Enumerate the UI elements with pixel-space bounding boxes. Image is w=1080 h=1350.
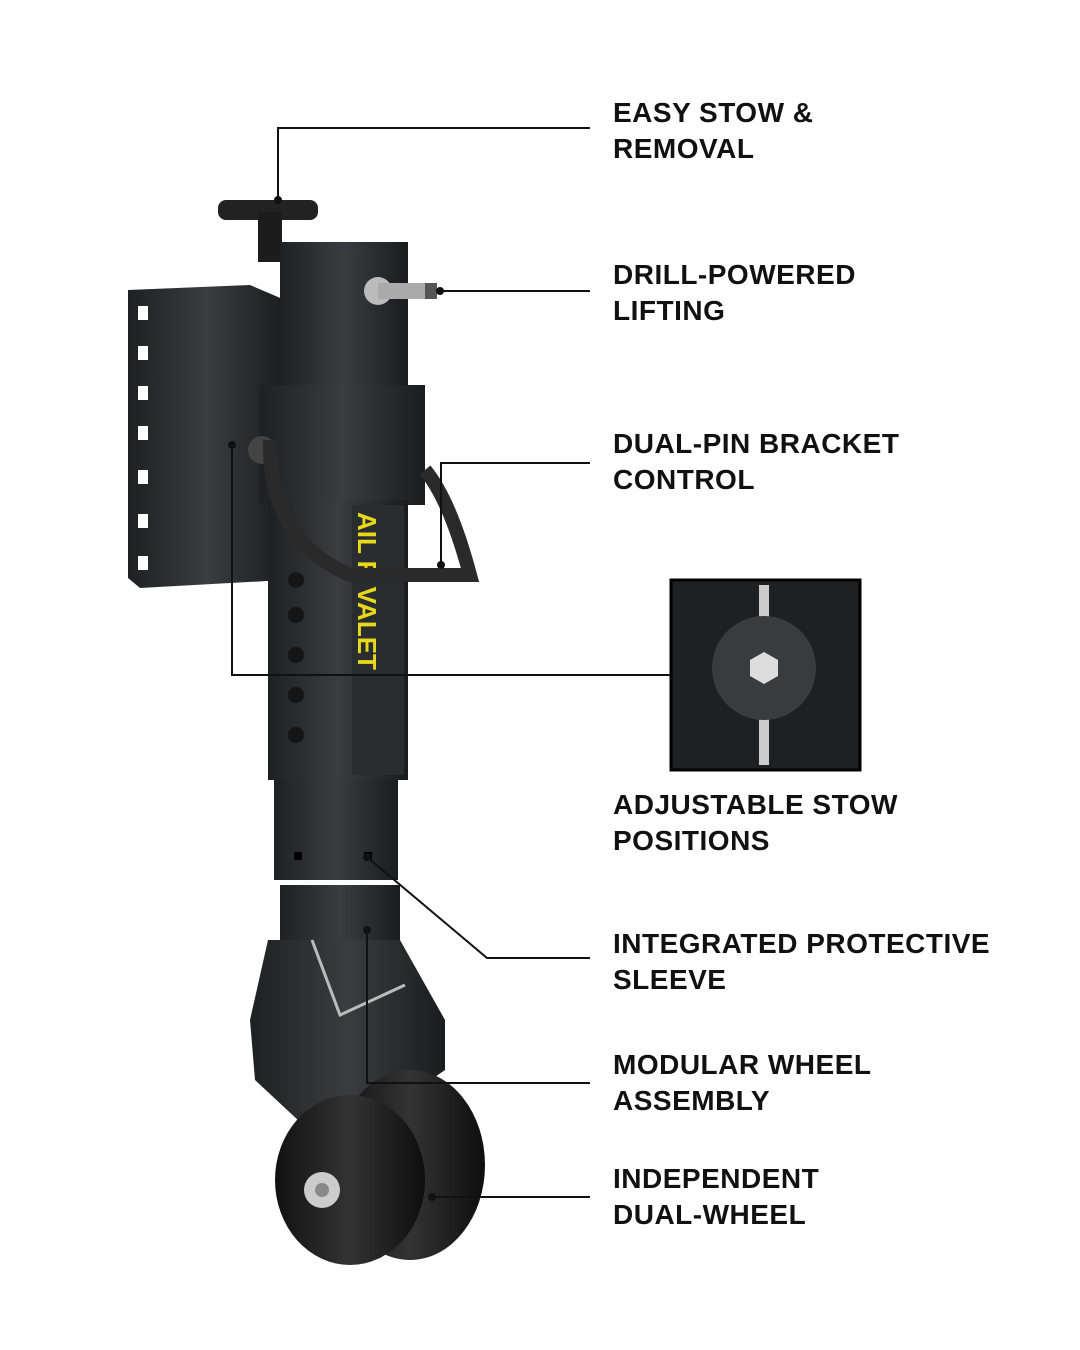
callout-line: ASSEMBLY: [613, 1085, 771, 1116]
callout-line: POSITIONS: [613, 825, 770, 856]
callout-easy-stow: EASY STOW & REMOVAL: [613, 95, 814, 167]
callout-adjustable-stow: ADJUSTABLE STOW POSITIONS: [613, 787, 898, 859]
callout-line: DUAL-PIN BRACKET: [613, 428, 900, 459]
callout-line: DUAL-WHEEL: [613, 1199, 807, 1230]
callout-dual-pin: DUAL-PIN BRACKET CONTROL: [613, 426, 899, 498]
callout-line: MODULAR WHEEL: [613, 1049, 872, 1080]
callout-drill-powered: DRILL-POWERED LIFTING: [613, 257, 856, 329]
callout-line: DRILL-POWERED: [613, 259, 856, 290]
callout-line: LIFTING: [613, 295, 726, 326]
pin-handle: [262, 439, 480, 582]
callout-dual-wheel: INDEPENDENT DUAL-WHEEL: [613, 1161, 819, 1233]
mounting-bracket: [128, 285, 285, 588]
callout-protective-sleeve: INTEGRATED PROTECTIVE SLEEVE: [613, 926, 990, 998]
callout-line: CONTROL: [613, 464, 755, 495]
callout-line: ADJUSTABLE STOW: [613, 789, 898, 820]
upper-tube: [280, 242, 408, 392]
bracket-collar: [260, 385, 425, 505]
callout-modular-wheel: MODULAR WHEEL ASSEMBLY: [613, 1047, 871, 1119]
callout-line: INTEGRATED PROTECTIVE: [613, 928, 991, 959]
stow-pin-inset: [669, 578, 862, 772]
leader-lines: [231, 127, 670, 1198]
callout-line: SLEEVE: [613, 964, 727, 995]
callout-line: REMOVAL: [613, 133, 755, 164]
callout-line: EASY STOW &: [613, 97, 814, 128]
callout-line: INDEPENDENT: [613, 1163, 820, 1194]
protective-sleeve: [274, 780, 398, 880]
dual-wheel: [275, 1070, 485, 1265]
logo-text: AIL R VALET: [352, 512, 382, 670]
t-handle: [218, 200, 318, 262]
drill-shaft: [364, 277, 437, 305]
